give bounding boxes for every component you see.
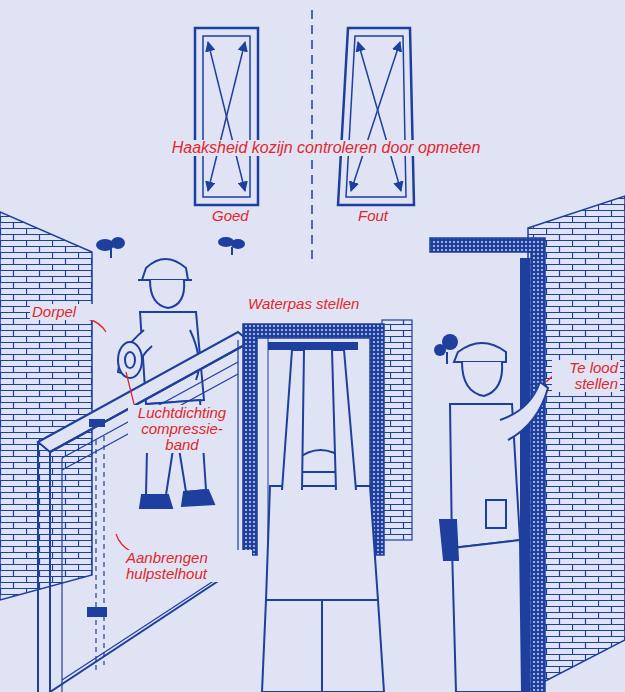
leader-lines xyxy=(88,319,557,552)
square-frame-good-part xyxy=(208,42,245,191)
square-frame-good-part xyxy=(203,36,250,197)
verdict-label: Fout xyxy=(356,208,406,224)
window-frame-left-part xyxy=(90,420,104,426)
skewed-frame-wrong xyxy=(338,28,414,205)
worker-right-part xyxy=(462,362,502,396)
door-frame-right xyxy=(430,238,545,692)
worker-left-part xyxy=(182,490,214,506)
door-frame-middle-part xyxy=(268,342,358,350)
skewed-frame-wrong-part xyxy=(346,36,406,197)
worker-right xyxy=(440,343,548,692)
trees-part xyxy=(231,247,233,255)
trees-part xyxy=(434,344,446,356)
worker-right-part xyxy=(440,520,458,560)
square-frame-good xyxy=(195,28,258,205)
brick-wall-left xyxy=(0,212,92,600)
action-label: Waterpas stellen xyxy=(246,296,400,312)
brick-wall-middle xyxy=(382,320,412,540)
leader-lines-part xyxy=(126,372,134,404)
worker-middle-part xyxy=(321,600,323,692)
part-label: Dorpel xyxy=(30,304,96,320)
window-frame-left-part xyxy=(103,436,104,665)
compression-tape-roll xyxy=(118,342,142,378)
window-frame-left-part xyxy=(37,442,39,692)
window-frame-left-part xyxy=(38,332,250,452)
part-label: Luchtdichting compressie- band xyxy=(128,405,236,453)
leader-lines-part xyxy=(88,319,106,332)
action-label: Te lood stellen xyxy=(552,360,620,392)
window-frame-left-part xyxy=(62,565,238,680)
skewed-frame-wrong-part xyxy=(351,42,400,191)
window-frame-left-part xyxy=(62,374,238,470)
window-frame-left-part xyxy=(95,440,96,670)
square-frame-good-part xyxy=(208,42,245,191)
compression-tape-roll-part xyxy=(125,352,135,368)
compression-tape-roll-part xyxy=(118,342,142,378)
worker-middle-part xyxy=(266,486,378,600)
trees-part xyxy=(231,239,245,249)
verdict-label: Goed xyxy=(210,208,260,224)
worker-left-part xyxy=(142,259,188,280)
skewed-frame-wrong-part xyxy=(338,28,414,205)
worker-right-part xyxy=(486,500,506,528)
worker-right-part xyxy=(454,343,506,362)
window-frame-left-part xyxy=(62,362,238,458)
worker-middle-part xyxy=(262,600,384,692)
skewed-frame-wrong-part xyxy=(358,42,401,191)
trees-part xyxy=(446,352,448,364)
window-frame-left-part xyxy=(49,452,51,692)
trees-part xyxy=(110,248,112,258)
window-frame-left-part xyxy=(50,342,250,692)
worker-left-part xyxy=(140,495,172,508)
trees-part xyxy=(111,237,125,249)
window-frame-left-part xyxy=(61,458,62,692)
worker-right-part xyxy=(500,382,548,440)
worker-middle-part xyxy=(282,350,304,490)
worker-middle xyxy=(262,350,384,692)
brick-wall-middle-part xyxy=(382,320,412,540)
window-frame-left-part xyxy=(88,608,106,616)
worker-middle-part xyxy=(332,350,356,490)
action-label: Aanbrengen hulpstelhout xyxy=(124,550,252,582)
brick-wall-left-part xyxy=(0,212,92,600)
window-frame-left xyxy=(38,332,250,692)
divider-line xyxy=(311,10,313,262)
door-frame-right-part xyxy=(430,238,545,692)
heading-label: Haaksheid kozijn controleren door opmete… xyxy=(138,140,514,156)
worker-left-part xyxy=(150,280,184,308)
square-frame-good-part xyxy=(195,28,258,205)
worker-right-part xyxy=(452,540,522,692)
